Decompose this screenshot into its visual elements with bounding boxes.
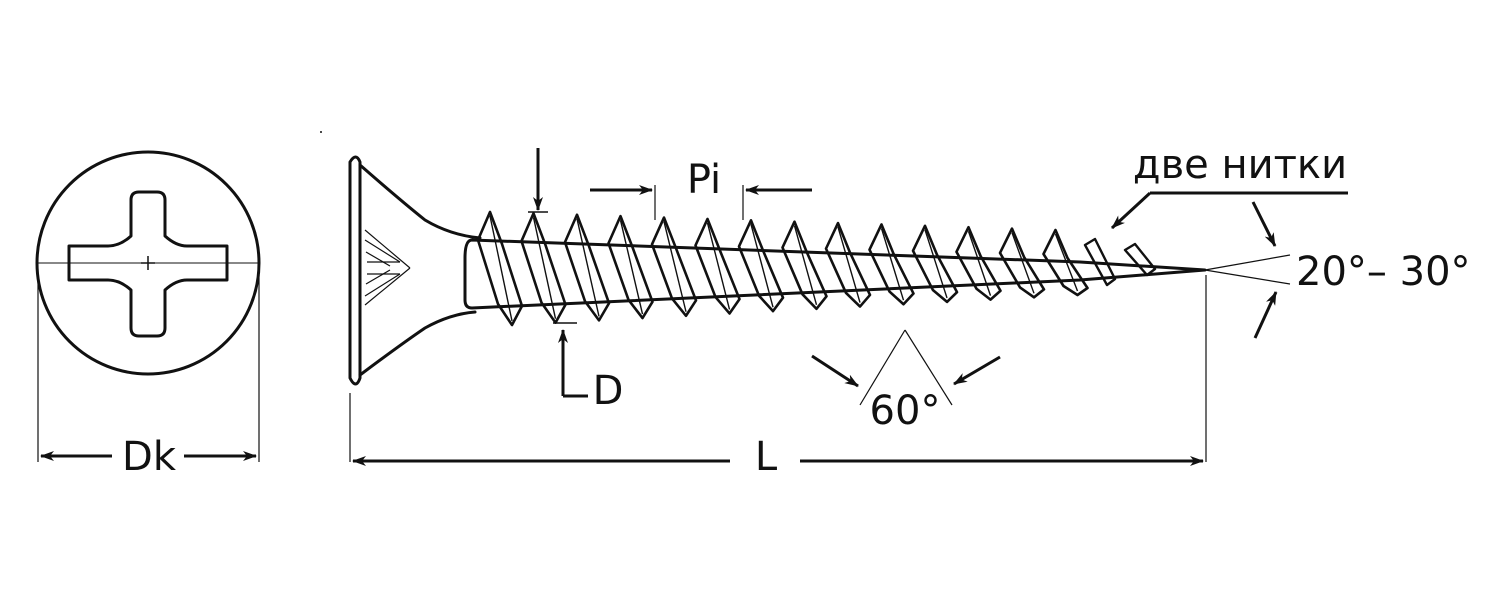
thread-helix-line — [1011, 232, 1035, 294]
angle60-arrow-right — [953, 355, 1001, 386]
thread-crest — [911, 224, 959, 304]
thread-helix-line — [663, 221, 687, 312]
thread-crest — [563, 213, 611, 322]
thread-crest — [650, 216, 698, 318]
thread-helix-line — [532, 217, 557, 319]
thread-crest — [1042, 228, 1089, 297]
thread-crest — [998, 227, 1046, 299]
length-dimension: L — [349, 275, 1207, 480]
label-pi: Pi — [687, 157, 721, 203]
two-threads-arrow — [1110, 191, 1152, 230]
label-d: D — [593, 368, 624, 414]
head-top-view: Dk — [35, 150, 261, 480]
thread-crest — [781, 220, 828, 311]
thread-helix-line — [967, 231, 992, 296]
thread-helix-line — [1054, 233, 1079, 292]
thread-helix-line — [880, 228, 905, 301]
diameter-dimension: D — [528, 148, 623, 414]
thread-crest — [737, 219, 785, 313]
tip-arrow-top — [1251, 201, 1277, 247]
head-recess — [364, 229, 411, 306]
thread-angle-dimension: 60° — [811, 329, 1001, 434]
two-threads-callout: две нитки — [1110, 142, 1348, 230]
thread-crest — [476, 210, 524, 327]
label-two-threads: две нитки — [1133, 142, 1347, 188]
thread-helix-line — [750, 224, 774, 308]
screw-threads — [476, 210, 1157, 327]
screw-head — [348, 155, 362, 386]
thread-crest — [824, 221, 872, 308]
tip-angle-dimension: 20°– 30° — [1204, 201, 1471, 339]
tip-arrow-bottom — [1253, 291, 1278, 339]
label-l: L — [755, 434, 778, 480]
label-dk: Dk — [122, 434, 177, 480]
thread-helix-line — [619, 219, 644, 315]
pitch-dimension: Pi — [590, 157, 812, 220]
thread-crest — [607, 214, 654, 320]
thread-helix-line — [924, 229, 948, 299]
phillips-cross-icon — [67, 190, 229, 338]
angle60-arrow-left — [811, 354, 859, 388]
label-60: 60° — [870, 388, 941, 434]
thread-helix-line — [576, 218, 600, 317]
tip-thread — [1083, 237, 1117, 287]
tip-thread — [1123, 242, 1157, 277]
screw-side-view — [348, 155, 1207, 386]
thread-crest — [955, 225, 1002, 301]
thread-helix-line — [489, 215, 513, 322]
label-tip-angle: 20°– 30° — [1296, 249, 1471, 295]
thread-crest — [694, 217, 741, 315]
thread-helix-line — [706, 222, 731, 310]
thread-helix-line — [837, 226, 861, 303]
thread-crest — [520, 212, 567, 324]
thread-crest — [868, 223, 915, 306]
screw-shank — [463, 238, 1207, 310]
screw-head-cone — [358, 163, 482, 377]
thread-helix-line — [793, 225, 818, 306]
